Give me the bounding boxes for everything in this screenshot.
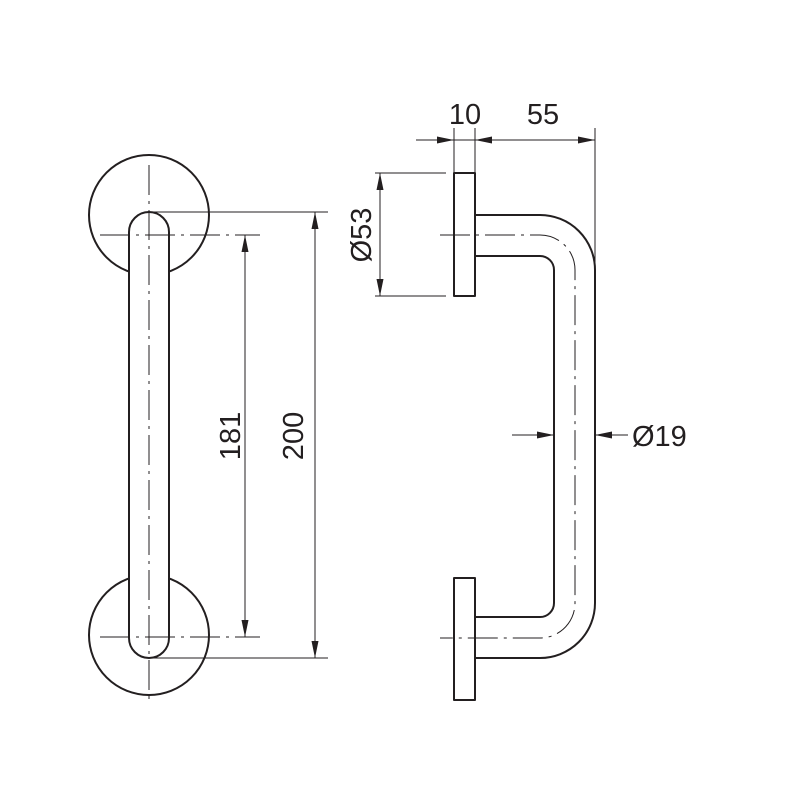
centers-dimension: 200 — [149, 211, 328, 659]
bar-diameter-dimension: Ø19 — [512, 421, 687, 453]
thickness-projection-dimensions: 10 55 — [416, 99, 596, 270]
side-handle-outer — [475, 214, 596, 659]
arrow-head — [537, 431, 554, 439]
grip-length-dimension: 181 — [215, 235, 249, 637]
arrow-head — [241, 620, 249, 637]
bar-diameter-label: Ø19 — [632, 421, 687, 453]
side-view — [440, 172, 596, 701]
arrow-head — [376, 279, 384, 296]
rose-thickness-label: 10 — [449, 99, 481, 131]
arrow-head — [311, 212, 319, 229]
projection-label: 55 — [527, 99, 559, 131]
rose-diameter-label: Ø53 — [346, 208, 378, 263]
arrow-head — [475, 136, 492, 144]
arrow-head — [241, 235, 249, 252]
rose-diameter-dimension: Ø53 — [346, 172, 446, 297]
side-handle-inner — [475, 255, 555, 618]
arrow-head — [578, 136, 595, 144]
arrow-head — [595, 431, 612, 439]
arrow-head — [376, 173, 384, 190]
arrow-head — [437, 136, 454, 144]
side-bottom-rose — [453, 577, 476, 701]
side-handle-centerline — [440, 234, 576, 639]
grip-length-label: 181 — [215, 412, 247, 460]
arrow-head — [311, 641, 319, 658]
centers-label: 200 — [278, 412, 310, 460]
